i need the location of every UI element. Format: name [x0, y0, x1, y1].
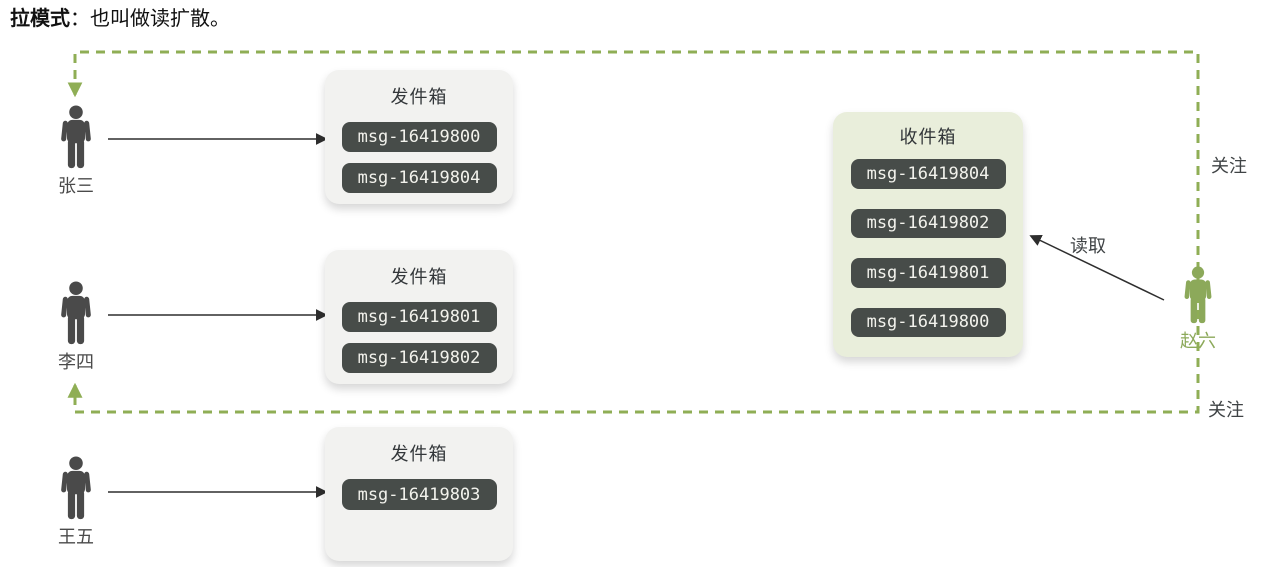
- message-chip: msg-16419800: [850, 307, 1006, 337]
- message-chip: msg-16419803: [341, 479, 497, 510]
- message-chip: msg-16419801: [850, 258, 1006, 288]
- person-wangwu: 王五: [52, 456, 100, 549]
- diagram-title: 拉模式：也叫做读扩散。: [10, 6, 230, 32]
- outbox-title: 发件箱: [390, 267, 448, 287]
- message-chip: msg-16419800: [341, 122, 497, 152]
- follow-label-top: 关注: [1211, 156, 1247, 176]
- person-zhangsan-label: 张三: [58, 176, 94, 196]
- read-label: 读取: [1070, 236, 1106, 256]
- person-wangwu-label: 王五: [58, 527, 94, 547]
- person-icon: [60, 456, 92, 520]
- message-chip: msg-16419802: [850, 208, 1006, 238]
- person-icon: [1184, 266, 1212, 324]
- person-zhaoliu-label: 赵六: [1180, 331, 1216, 351]
- diagram-title-term: 拉模式: [10, 8, 70, 30]
- message-chip: msg-16419804: [850, 159, 1006, 189]
- message-chip: msg-16419804: [341, 163, 497, 193]
- outbox-wangwu: 发件箱 msg-16419803: [325, 427, 513, 561]
- inbox-title: 收件箱: [899, 127, 957, 147]
- outbox-zhangsan: 发件箱 msg-16419800 msg-16419804: [325, 70, 513, 204]
- outbox-title: 发件箱: [390, 87, 448, 107]
- follow-dashed-path: [67, 50, 1200, 414]
- diagram-title-rest: ：也叫做读扩散。: [70, 8, 230, 30]
- person-lisi: 李四: [52, 281, 100, 374]
- inbox-zhaoliu: 收件箱 msg-16419804 msg-16419802 msg-164198…: [833, 112, 1023, 357]
- message-chip: msg-16419801: [341, 302, 497, 332]
- outbox-lisi: 发件箱 msg-16419801 msg-16419802: [325, 250, 513, 384]
- message-chip: msg-16419802: [341, 343, 497, 373]
- person-icon: [60, 281, 92, 345]
- person-icon: [60, 105, 92, 169]
- person-zhangsan: 张三: [52, 105, 100, 198]
- follow-label-bottom: 关注: [1208, 400, 1244, 420]
- person-lisi-label: 李四: [58, 352, 94, 372]
- person-zhaoliu: 赵六: [1174, 266, 1222, 353]
- outbox-title: 发件箱: [390, 444, 448, 464]
